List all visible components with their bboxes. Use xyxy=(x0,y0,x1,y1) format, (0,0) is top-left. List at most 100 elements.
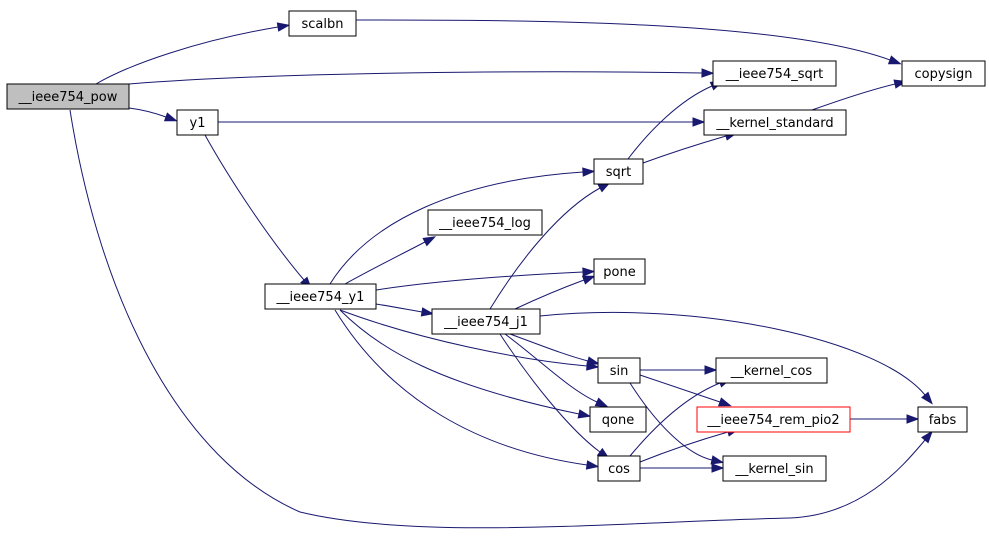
arrowhead xyxy=(906,414,920,424)
node-label: __kernel_standard xyxy=(715,116,833,131)
node-box xyxy=(288,10,357,37)
node-label: sin xyxy=(610,364,629,379)
node-label: __ieee754_sqrt xyxy=(725,67,823,82)
edge-y1-to-kstd xyxy=(218,117,706,127)
node-box xyxy=(703,109,847,136)
node-copysign[interactable]: copysign xyxy=(901,60,986,87)
node-label: __ieee754_rem_pio2 xyxy=(706,413,839,428)
node-sqrt754[interactable]: __ieee754_sqrt xyxy=(712,60,837,87)
arrowhead xyxy=(582,267,596,277)
node-box xyxy=(176,109,219,136)
edge-line xyxy=(69,109,926,529)
node-label: cos xyxy=(608,462,630,477)
edge-cos-to-ksin xyxy=(640,463,725,473)
edge-y1_754-to-qone xyxy=(339,309,592,419)
edge-line xyxy=(539,311,926,396)
edge-line xyxy=(329,171,584,285)
node-box xyxy=(722,455,827,482)
edge-line xyxy=(339,309,588,367)
node-box xyxy=(901,60,986,87)
node-kcos[interactable]: __kernel_cos xyxy=(715,357,828,384)
node-label: copysign xyxy=(915,67,973,82)
node-y1[interactable]: y1 xyxy=(176,109,219,136)
node-j1[interactable]: __ieee754_j1 xyxy=(431,308,541,335)
arrowhead xyxy=(921,391,933,405)
nodes-layer: __ieee754_pow scalbn copysign __ieee754_sqr… xyxy=(6,10,986,482)
node-y1_754[interactable]: __ieee754_y1 xyxy=(264,283,377,310)
node-cos[interactable]: cos xyxy=(597,455,641,482)
edge-line xyxy=(629,382,721,457)
node-label: __kernel_cos xyxy=(730,364,813,379)
node-label: qone xyxy=(602,413,634,428)
edge-line xyxy=(355,19,891,61)
node-pone[interactable]: pone xyxy=(593,258,646,285)
node-label: __ieee754_y1 xyxy=(276,290,365,305)
node-qone[interactable]: qone xyxy=(589,406,647,433)
node-pow[interactable]: __ieee754_pow xyxy=(6,83,130,110)
arrowhead xyxy=(704,365,718,375)
node-box xyxy=(593,158,644,185)
edge-line xyxy=(499,333,601,453)
edge-rem-to-fabs xyxy=(850,414,920,424)
edge-line xyxy=(128,107,167,118)
edge-j1-to-qone xyxy=(504,333,609,408)
node-ksin[interactable]: __kernel_sin xyxy=(722,455,827,482)
node-box xyxy=(589,406,647,433)
edge-sin-to-ksin xyxy=(629,382,725,465)
edge-line xyxy=(504,333,598,403)
arrowhead xyxy=(711,463,725,473)
edge-j1-to-sqrt xyxy=(489,181,611,310)
edge-j1-to-pone xyxy=(514,275,596,310)
edge-y1_754-to-cos xyxy=(334,309,600,470)
edge-y1_754-to-sqrt xyxy=(329,167,596,285)
edge-line xyxy=(375,271,584,291)
edge-sin-to-kcos xyxy=(639,365,718,375)
node-sin[interactable]: sin xyxy=(597,357,641,384)
arrowhead xyxy=(710,455,725,465)
edge-line xyxy=(95,26,279,85)
edge-sqrt-to-kstd xyxy=(642,131,738,164)
node-label: __ieee754_pow xyxy=(18,90,118,105)
node-rem[interactable]: __ieee754_rem_pio2 xyxy=(696,406,851,433)
edge-y1_754-to-j1 xyxy=(375,303,435,317)
edge-line xyxy=(334,309,588,466)
edge-pow-to-sqrt754 xyxy=(128,68,715,85)
edge-line xyxy=(639,374,721,403)
edge-line xyxy=(514,279,585,310)
node-box xyxy=(431,308,541,335)
edge-j1-to-cos xyxy=(499,333,611,460)
edge-sin-to-rem xyxy=(639,374,732,407)
node-kstd[interactable]: __kernel_standard xyxy=(703,109,847,136)
node-label: pone xyxy=(603,265,635,280)
node-box xyxy=(696,406,851,433)
edges-layer xyxy=(69,19,933,529)
node-label: sqrt xyxy=(606,165,631,180)
arrowhead xyxy=(594,397,609,408)
node-label: __kernel_sin xyxy=(734,462,813,477)
node-fabs[interactable]: fabs xyxy=(917,406,968,433)
node-label: fabs xyxy=(929,413,957,428)
node-label: __ieee754_j1 xyxy=(443,315,528,330)
node-box xyxy=(597,455,641,482)
edge-line xyxy=(204,134,305,281)
node-box xyxy=(715,357,828,384)
arrowhead xyxy=(163,112,178,122)
node-scalbn[interactable]: scalbn xyxy=(288,10,357,37)
arrowhead xyxy=(717,397,732,407)
node-label: scalbn xyxy=(302,17,344,32)
node-log[interactable]: __ieee754_log xyxy=(427,209,543,236)
node-box xyxy=(6,83,130,110)
node-sqrt[interactable]: sqrt xyxy=(593,158,644,185)
edge-line xyxy=(128,71,703,85)
node-label: __ieee754_log xyxy=(438,216,531,231)
arrowhead xyxy=(422,236,437,247)
arrowhead xyxy=(577,409,592,419)
node-box xyxy=(593,258,646,285)
edge-j1-to-fabs xyxy=(539,311,933,405)
node-box xyxy=(427,209,543,236)
node-box xyxy=(264,283,377,310)
node-box xyxy=(712,60,837,87)
edge-y1-to-y1_754 xyxy=(204,134,313,290)
edge-y1_754-to-log xyxy=(344,236,437,285)
